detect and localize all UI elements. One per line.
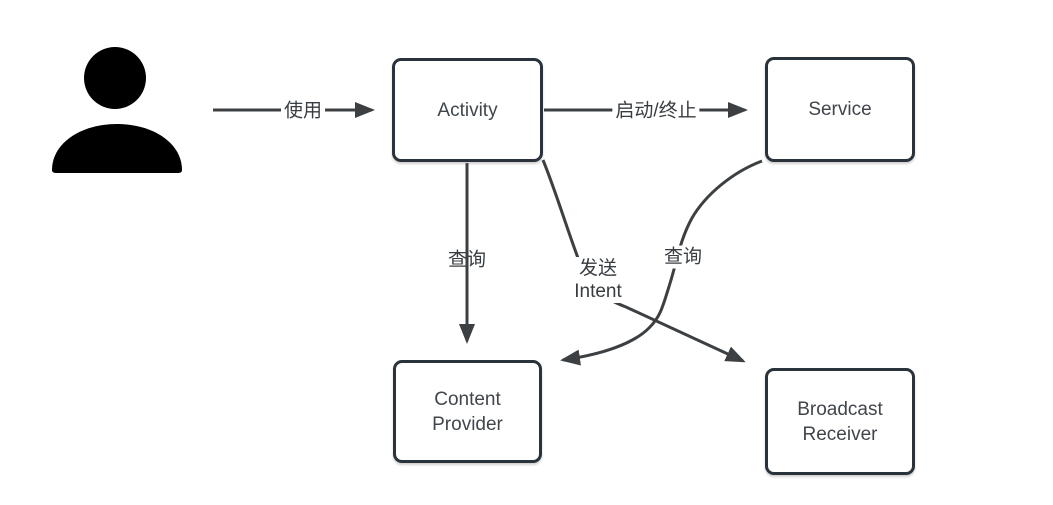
- edge-service-query-arrow: [560, 159, 763, 366]
- edge-label-send-intent-line1: 发送: [578, 258, 618, 279]
- node-service[interactable]: Service: [765, 57, 915, 162]
- node-content-provider[interactable]: Content Provider: [393, 360, 542, 463]
- edge-label-use: 使用: [280, 99, 326, 123]
- edge-label-query-content: 查询: [447, 249, 487, 271]
- edge-label-start-stop: 启动/终止: [612, 99, 700, 123]
- edge-label-service-query: 查询: [660, 245, 706, 269]
- edge-label-send-intent: 发送 Intent: [571, 257, 625, 303]
- node-service-label: Service: [808, 99, 872, 120]
- node-content-provider-label: Content Provider: [432, 388, 503, 435]
- node-activity-label: Activity: [437, 99, 498, 121]
- edge-label-send-intent-line2: Intent: [574, 281, 622, 302]
- node-broadcast-receiver-label: Broadcast Receiver: [797, 398, 883, 445]
- node-activity[interactable]: Activity: [392, 58, 543, 162]
- person-icon: [52, 47, 182, 173]
- node-broadcast-receiver[interactable]: Broadcast Receiver: [765, 368, 915, 475]
